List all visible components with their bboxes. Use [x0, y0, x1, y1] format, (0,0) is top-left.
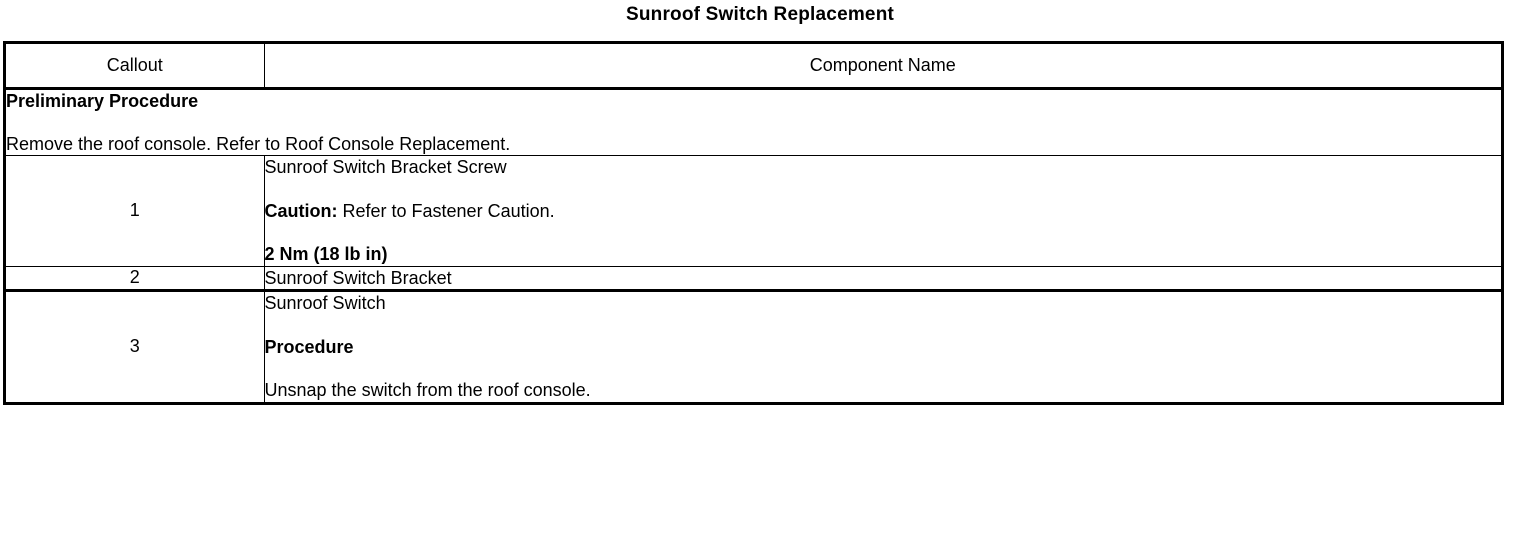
component-name-line: Sunroof Switch Bracket — [264, 267, 452, 288]
table-row: 1 Sunroof Switch Bracket Screw Caution: … — [4, 155, 1504, 267]
procedure-step-text: Unsnap the switch from the roof console. — [264, 380, 591, 400]
component-name-line: Sunroof Switch — [264, 293, 386, 313]
caution-label: Caution: — [264, 200, 338, 221]
page-title: Sunroof Switch Replacement — [625, 4, 895, 25]
column-header-callout: Callout — [4, 42, 265, 90]
preliminary-procedure-text: Remove the roof console. Refer to Roof C… — [6, 133, 511, 154]
component-name-cell: Sunroof Switch Bracket — [263, 265, 1504, 291]
preliminary-procedure-heading: Preliminary Procedure — [6, 91, 199, 111]
callout-number: 2 — [4, 265, 265, 291]
table-row: 3 Sunroof Switch Procedure Unsnap the sw… — [4, 289, 1504, 404]
torque-spec-line: 2 Nm (18 lb in) — [264, 244, 388, 264]
callout-number: 1 — [4, 155, 265, 267]
preliminary-procedure-cell: Preliminary Procedure Remove the roof co… — [4, 88, 1503, 156]
caution-line: Caution: Refer to Fastener Caution. — [265, 200, 1501, 223]
component-name-line: Sunroof Switch Bracket Screw — [264, 157, 507, 177]
component-name-cell: Sunroof Switch Bracket Screw Caution: Re… — [263, 155, 1504, 267]
preliminary-procedure-row: Preliminary Procedure Remove the roof co… — [4, 88, 1503, 156]
table-header-row: Callout Component Name — [4, 42, 1504, 90]
procedure-table: Callout Component Name Preliminary Proce… — [3, 41, 1504, 405]
component-name-cell: Sunroof Switch Procedure Unsnap the swit… — [263, 289, 1504, 404]
callout-number: 3 — [4, 289, 265, 404]
caution-text: Refer to Fastener Caution. — [337, 200, 555, 221]
procedure-heading: Procedure — [264, 336, 354, 357]
column-header-component-name: Component Name — [263, 42, 1504, 90]
table-row: 2 Sunroof Switch Bracket — [4, 265, 1504, 291]
